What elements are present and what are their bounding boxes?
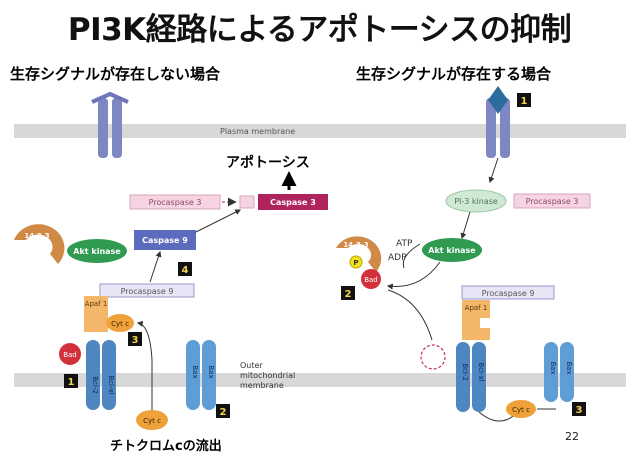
bax-right-1 — [544, 342, 558, 402]
bax-left-2 — [202, 340, 216, 410]
plasma-membrane-label: Plasma membrane — [220, 127, 295, 136]
receptor-to-pi3k-arrow — [488, 157, 499, 184]
svg-text:1: 1 — [521, 96, 528, 107]
p1433-label-left: 14-3-3 — [24, 232, 49, 240]
p1433-right — [336, 236, 382, 272]
procaspase9-box-left — [99, 283, 195, 298]
receptor-right — [486, 86, 510, 158]
apoptosis-label: アポトーシス — [226, 154, 310, 171]
bclxl-right — [472, 342, 486, 412]
bcl2-label-left: Bcl-2 — [91, 376, 99, 394]
svg-text:2: 2 — [220, 407, 227, 418]
atp-label: ATP — [396, 239, 413, 249]
bax-label-left-1: Bax — [191, 365, 199, 378]
procaspase3-box-right — [513, 193, 591, 209]
bclxl-left — [102, 340, 116, 410]
caspase3-box — [258, 194, 328, 210]
procaspase9-label-left: Procaspase 9 — [121, 287, 174, 296]
plasma-membrane — [14, 124, 626, 138]
adp-label: ADP — [388, 253, 407, 263]
svg-text:1: 1 — [68, 377, 75, 388]
phosphate-label: P — [353, 259, 358, 267]
pi3k-label: PI-3 kinase — [454, 197, 498, 206]
bad-right — [361, 269, 381, 289]
step-badge-2-left: 2 — [216, 404, 230, 418]
procaspase3-label-left: Procaspase 3 — [149, 198, 202, 207]
bax-label-left-2: Bax — [207, 365, 215, 378]
cytc-released-label: Cyt c — [143, 417, 161, 425]
outer-membrane-label-2: mitochondrial — [240, 371, 295, 380]
cytc-retained-label: Cyt c — [512, 406, 530, 414]
slide-title: PI3K経路によるアポトーシスの抑制 — [67, 12, 572, 48]
step-badge-3-left: 3 — [128, 332, 142, 346]
procaspase3-label-right: Procaspase 3 — [526, 197, 579, 206]
cytc-complex — [106, 314, 134, 332]
caspase9-box — [134, 230, 196, 250]
cytc-release-caption: チトクロムcの流出 — [110, 438, 222, 454]
caspase9-arrow — [195, 209, 242, 233]
apaf1-label-left: Apaf 1 — [85, 300, 108, 308]
svg-text:3: 3 — [576, 405, 583, 416]
akt-label-right: Akt kinase — [428, 246, 476, 255]
bclxl-label-right: Bcl-xl — [477, 362, 485, 381]
procaspase9-label-right: Procaspase 9 — [482, 289, 535, 298]
page-number: 22 — [565, 430, 579, 443]
cytc-released — [136, 410, 168, 430]
outer-membrane-label-1: Outer — [240, 361, 263, 370]
bad-release-line — [387, 289, 433, 341]
bax-label-right-1: Bax — [549, 361, 557, 374]
step-badge-4-left: 4 — [178, 262, 192, 276]
procaspase9-arrow — [149, 250, 162, 283]
atp-arrow — [402, 243, 421, 269]
bclxl-label-left: Bcl-xl — [107, 375, 115, 394]
bax-left-1 — [186, 340, 200, 410]
caspase3-fragment — [239, 195, 255, 209]
akt-right — [422, 238, 482, 262]
subtitle-no-signal: 生存シグナルが存在しない場合 — [10, 65, 221, 83]
pi3k-to-akt-arrow — [460, 211, 471, 240]
akt-to-bad-arrow — [386, 261, 441, 290]
outer-membrane-label-3: membrane — [240, 381, 284, 390]
bad-left — [59, 343, 81, 365]
akt-label-left: Akt kinase — [73, 247, 121, 256]
bcl2-right — [456, 342, 470, 412]
p1433-label-right: 14-3-3 — [343, 241, 368, 249]
svg-text:2: 2 — [345, 289, 352, 300]
caspase3-label: Caspase 3 — [270, 198, 316, 207]
akt-left — [67, 239, 127, 263]
svg-text:3: 3 — [132, 335, 139, 346]
step-badge-2-right: 2 — [341, 286, 355, 300]
bad-empty-site — [420, 344, 446, 370]
procaspase9-box-right — [461, 285, 555, 300]
cytc-retained — [506, 400, 536, 418]
apaf1-right — [462, 300, 490, 340]
p1433-left — [14, 224, 65, 264]
apaf1-left — [84, 296, 108, 332]
step-badge-3-right: 3 — [572, 402, 586, 416]
bad-label-left: Bad — [63, 351, 77, 359]
procaspase3-box-left — [129, 194, 221, 210]
cytc-complex-label: Cyt c — [111, 320, 129, 328]
bad-label-right: Bad — [364, 276, 378, 284]
caspase9-label: Caspase 9 — [142, 236, 188, 245]
svg-text:4: 4 — [182, 265, 189, 276]
apaf1-label-right: Apaf 1 — [465, 304, 488, 312]
phosphate — [349, 255, 363, 269]
step-badge-1-right: 1 — [517, 93, 531, 107]
subtitle-with-signal: 生存シグナルが存在する場合 — [356, 65, 552, 83]
receptor-left — [91, 91, 129, 158]
cytc-release-arrow — [136, 320, 153, 410]
pi3k — [445, 189, 507, 213]
bcl2-left — [86, 340, 100, 410]
bax-right-2 — [560, 342, 574, 402]
bax-label-right-2: Bax — [565, 361, 573, 374]
step-badge-1-left: 1 — [64, 374, 78, 388]
bcl2-label-right: Bcl-2 — [461, 363, 469, 381]
